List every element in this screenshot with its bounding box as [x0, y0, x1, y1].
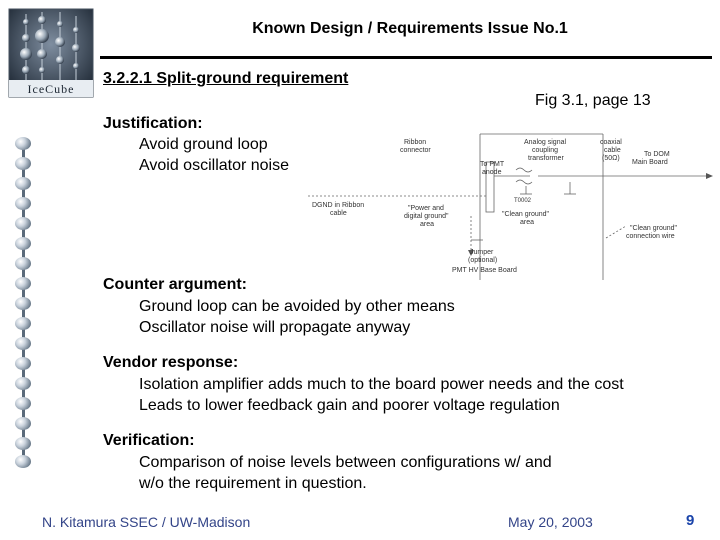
figure-reference: Fig 3.1, page 13	[535, 92, 651, 109]
slide-title: Known Design / Requirements Issue No.1	[252, 20, 568, 37]
bead-icon	[15, 177, 31, 190]
label-ribbon-connector: Ribbon	[404, 139, 426, 146]
label-power-area: digital ground"	[404, 213, 449, 220]
bead-icon	[15, 217, 31, 230]
logo-text: IceCube	[28, 82, 75, 96]
label-coaxial-cable: coaxial	[600, 139, 622, 146]
label-ribbon-connector: connector	[400, 147, 431, 154]
bead-icon	[15, 257, 31, 270]
bead-icon	[15, 297, 31, 310]
label-dgnd: cable	[330, 210, 347, 217]
verification-text: w/o the requirement in question.	[139, 475, 367, 492]
bead-icon	[15, 417, 31, 430]
counter-argument-item: Ground loop can be avoided by other mean…	[139, 298, 455, 315]
verification-heading: Verification:	[103, 432, 195, 449]
bead-icon	[15, 317, 31, 330]
label-transformer: transformer	[528, 155, 564, 162]
title-divider	[100, 56, 712, 59]
label-to-pmt: To PMT	[480, 161, 505, 168]
label-to-pmt: anode	[482, 169, 502, 176]
vendor-response-item: Isolation amplifier adds much to the boa…	[139, 376, 624, 393]
bead-icon	[15, 437, 31, 450]
label-power-area: "Power and	[408, 205, 444, 212]
bead-icon	[15, 455, 31, 468]
label-coaxial-cable: cable	[604, 147, 621, 154]
bead-icon	[15, 337, 31, 350]
footer-date: May 20, 2003	[508, 514, 593, 530]
label-component: T0002	[514, 198, 532, 204]
label-clean-area: "Clean ground"	[502, 211, 550, 218]
bead-icon	[15, 397, 31, 410]
bead-icon	[15, 197, 31, 210]
label-coaxial-cable: (50Ω)	[602, 155, 620, 162]
label-jumper: (optional)	[468, 257, 497, 264]
justification-item: Avoid ground loop	[139, 136, 268, 153]
bead-icon	[15, 377, 31, 390]
footer-author: N. Kitamura SSEC / UW-Madison	[42, 514, 251, 530]
counter-argument-item: Oscillator noise will propagate anyway	[139, 319, 411, 336]
bead-icon	[15, 277, 31, 290]
label-power-area: area	[420, 221, 434, 228]
section-title: 3.2.2.1 Split-ground requirement	[103, 70, 349, 87]
label-clean-area: area	[520, 219, 534, 226]
justification-item: Avoid oscillator noise	[139, 157, 290, 174]
bead-icon	[15, 157, 31, 170]
bead-icon	[15, 237, 31, 250]
vendor-response-heading: Vendor response:	[103, 354, 239, 371]
counter-argument-heading: Counter argument:	[103, 276, 247, 293]
label-to-dom: Main Board	[632, 159, 668, 166]
label-clean-wire: "Clean ground"	[630, 225, 678, 232]
page-number: 9	[686, 512, 695, 529]
label-to-dom: To DOM	[644, 151, 670, 158]
label-clean-wire: connection wire	[626, 233, 675, 240]
label-transformer: coupling	[532, 147, 558, 154]
split-ground-circuit-diagram: Ribbon connector To PMT anode Analog sig…	[308, 133, 713, 280]
vendor-response-item: Leads to lower feedback gain and poorer …	[139, 397, 560, 414]
label-jumper: Jumper	[470, 249, 494, 256]
justification-heading: Justification:	[103, 115, 203, 132]
bead-icon	[15, 137, 31, 150]
label-dgnd: DGND in Ribbon	[312, 202, 364, 209]
label-transformer: Analog signal	[524, 139, 566, 146]
icecube-logo: IceCube	[8, 8, 94, 98]
label-base-board: PMT HV Base Board	[452, 267, 517, 274]
bead-icon	[15, 357, 31, 370]
verification-text: Comparison of noise levels between confi…	[139, 454, 552, 471]
